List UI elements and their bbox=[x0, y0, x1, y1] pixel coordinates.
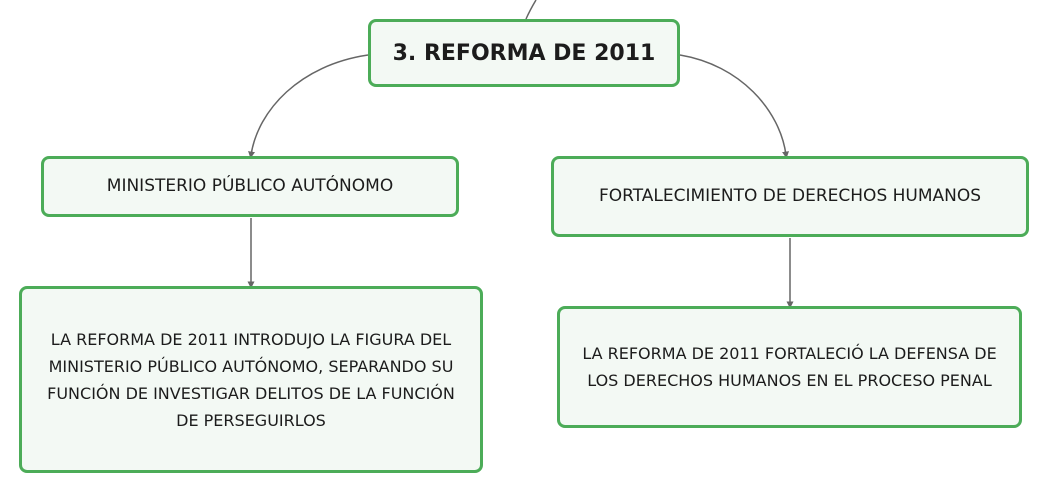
connector-root-to-left-topic bbox=[248, 54, 369, 159]
topic-node-derechos-humanos[interactable]: FORTALECIMIENTO DE DERECHOS HUMANOS bbox=[551, 156, 1029, 237]
root-node-label: 3. REFORMA DE 2011 bbox=[392, 40, 656, 66]
topic-node-label: FORTALECIMIENTO DE DERECHOS HUMANOS bbox=[598, 186, 982, 206]
root-node[interactable]: 3. REFORMA DE 2011 bbox=[368, 19, 680, 87]
detail-node-ministerio-publico[interactable]: LA REFORMA DE 2011 INTRODUJO LA FIGURA D… bbox=[19, 286, 483, 473]
connector-root-to-right-topic bbox=[679, 54, 790, 159]
detail-node-derechos-humanos[interactable]: LA REFORMA DE 2011 FORTALECIÓ LA DEFENSA… bbox=[557, 306, 1022, 428]
detail-node-text: LA REFORMA DE 2011 INTRODUJO LA FIGURA D… bbox=[47, 329, 455, 430]
connector-from-parent bbox=[525, 0, 537, 20]
detail-node-text: LA REFORMA DE 2011 FORTALECIÓ LA DEFENSA… bbox=[582, 344, 997, 390]
topic-node-label: MINISTERIO PÚBLICO AUTÓNOMO bbox=[106, 176, 394, 196]
topic-node-ministerio-publico[interactable]: MINISTERIO PÚBLICO AUTÓNOMO bbox=[41, 156, 459, 217]
